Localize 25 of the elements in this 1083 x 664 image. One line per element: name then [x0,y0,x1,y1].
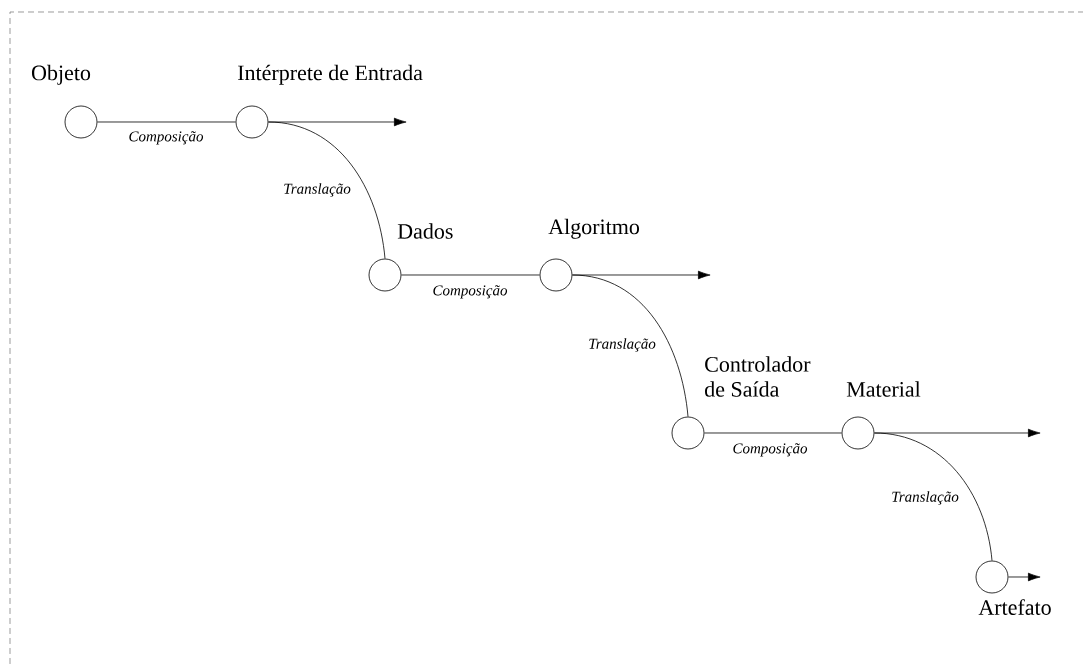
edge-label: Composição [433,285,508,299]
edge-label: Composição [129,131,204,145]
connector-line [401,274,540,276]
connector-line [704,432,842,434]
arrow [572,270,711,280]
node-label: Controlador de Saída [705,356,811,397]
node-label: Dados [397,223,453,239]
arrow [1008,572,1041,582]
circle-node: Artefato [975,560,1051,615]
node-label: Intérprete de Entrada [238,64,423,85]
arrow [268,117,407,127]
edge-label: Composição [733,443,808,457]
edge-label: Translação [892,491,959,505]
node-label: Algoritmo [548,218,640,239]
edge-label: Translação [589,338,656,352]
circle-node: Objeto [31,64,98,139]
arrow [874,428,1041,438]
node-label: Objeto [31,64,91,85]
connector-line [97,121,236,123]
circle-node: Material [841,381,921,450]
circle-node: Intérprete de Entrada [235,64,423,139]
circle-node: Algoritmo [539,218,640,292]
edge-label: Translação [284,183,351,197]
node-label: Artefato [978,599,1051,615]
node-label: Material [846,381,921,397]
